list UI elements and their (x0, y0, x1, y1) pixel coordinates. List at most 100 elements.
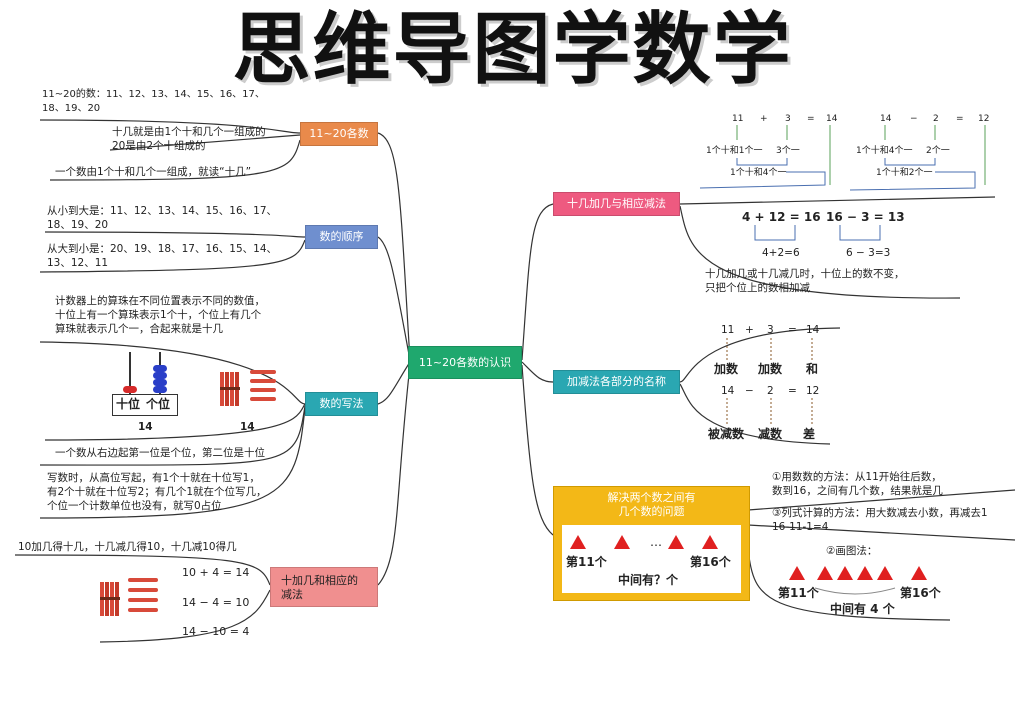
triangle-icon (911, 566, 927, 580)
equation-4-2-6: 4+2=6 (762, 246, 800, 260)
sticks-number: 14 (240, 420, 255, 434)
triangle-icon (817, 566, 833, 580)
n2-text-3: 从大到小是：20、19、18、17、16、15、14、 (47, 242, 277, 256)
bead-icon (153, 365, 167, 372)
p-3: 3 (767, 323, 774, 337)
stick-bundle-icon (220, 372, 240, 406)
r1-14: 14 (826, 112, 837, 126)
n3-text-5: 写数时，从高位写起，有1个十就在十位写1， (47, 471, 260, 485)
r2-eq: = (956, 112, 964, 126)
r1-plus: + (760, 112, 768, 126)
r1-tens-ones: 1个十和1个一 (706, 144, 762, 158)
label-sum: 和 (806, 362, 818, 376)
r2-tens-ones: 1个十和4个一 (856, 144, 912, 158)
bead-icon (153, 372, 167, 379)
r2-result: 1个十和2个一 (876, 166, 932, 180)
abacus: 十位 个位 (112, 352, 182, 418)
m-minus: − (745, 384, 754, 398)
triangle-icon (668, 535, 684, 549)
p-eq: = (788, 323, 797, 337)
n1-text-2: 18、19、20 (42, 102, 100, 116)
s3-text-2: 16-11-1=4 (772, 520, 828, 534)
abacus-tens-label: 十位 (116, 397, 140, 411)
triangle-icon (702, 535, 718, 549)
center-node: 11~20各数的认识 (408, 346, 522, 379)
dots-text: … (650, 535, 662, 549)
n4-text-1: 10加几得十几，十几减几得10，十几减10得几 (18, 540, 237, 554)
n3-text-4: 一个数从右边起第一位是个位，第二位是十位 (55, 446, 265, 460)
n1-text-1: 11~20的数：11、12、13、14、15、16、17、 (42, 88, 265, 102)
r-note-2: 只把个位上的数相加减 (705, 281, 810, 295)
triangle-icon (789, 566, 805, 580)
abacus-number: 14 (138, 420, 153, 434)
abacus-base: 十位 个位 (112, 394, 178, 416)
s1-text-1: ①用数数的方法：从11开始往后数， (772, 470, 942, 484)
p-plus: + (745, 323, 754, 337)
p-14: 14 (806, 323, 819, 337)
r2-14: 14 (880, 112, 891, 126)
drawing-method-diagram (785, 564, 945, 584)
triangle-icon (877, 566, 893, 580)
r1-3-ones: 3个一 (776, 144, 800, 158)
n3-text-7: 个位一个计数单位也没有，就写0占位 (47, 499, 222, 513)
r1-eq: = (807, 112, 815, 126)
problem-box: 解决两个数之间有 几个数的问题 … 第11个 第16个 中间有？个 (553, 486, 750, 601)
single-sticks-icon (128, 578, 158, 622)
n2-text-4: 13、12、11 (47, 256, 108, 270)
n3-text-1: 计数器上的算珠在不同位置表示不同的数值， (55, 294, 265, 308)
s2-text: ②画图法： (826, 544, 877, 558)
drawing-label-11th: 第11个 (778, 586, 819, 600)
drawing-label-between: 中间有 4 个 (830, 602, 895, 616)
r2-minus: − (910, 112, 918, 126)
r2-2: 2 (933, 112, 939, 126)
r-note-1: 十几加几或十几减几时，十位上的数不变， (705, 267, 905, 281)
label-16th: 第16个 (690, 555, 731, 569)
equation-3: 14 − 10 = 4 (182, 625, 249, 639)
n1-text-3: 十几就是由1个十和几个一组成的 (112, 125, 266, 139)
n3-text-2: 十位上有一个算珠表示1个十，个位上有几个 (55, 308, 261, 322)
problem-title: 解决两个数之间有 几个数的问题 (554, 491, 749, 519)
triangle-icon (837, 566, 853, 580)
drawing-label-16th: 第16个 (900, 586, 941, 600)
s3-text-1: ③列式计算的方法：用大数减去小数，再减去1 (772, 506, 988, 520)
equation-1: 10 + 4 = 14 (182, 566, 249, 580)
r1-result: 1个十和4个一 (730, 166, 786, 180)
p-11: 11 (721, 323, 734, 337)
problem-title-line1: 解决两个数之间有 (554, 491, 749, 505)
m-2: 2 (767, 384, 774, 398)
r2-12: 12 (978, 112, 989, 126)
n3-text-3: 算珠就表示几个一，合起来就是十几 (55, 322, 223, 336)
label-between: 中间有？个 (618, 573, 678, 587)
triangle-icon (614, 535, 630, 549)
triangle-icon (570, 535, 586, 549)
r2-2-ones: 2个一 (926, 144, 950, 158)
equation-16-3-13: 16 − 3 = 13 (826, 210, 905, 224)
m-14: 14 (721, 384, 734, 398)
branch-11-20-numbers: 11~20各数 (300, 122, 378, 146)
r1-3: 3 (785, 112, 791, 126)
n3-text-6: 有2个十就在十位写2；有几个1就在个位写几， (47, 485, 267, 499)
branch-number-order: 数的顺序 (305, 225, 378, 249)
bead-icon (153, 386, 167, 393)
n1-text-5: 一个数由1个十和几个一组成，就读“十几” (55, 165, 251, 179)
triangle-icon (857, 566, 873, 580)
problem-diagram: … 第11个 第16个 中间有？个 (562, 525, 741, 593)
r1-11: 11 (732, 112, 743, 126)
abacus-ones-label: 个位 (146, 397, 170, 411)
equation-4-12-16: 4 + 12 = 16 (742, 210, 821, 224)
branch-ten-plus: 十加几和相应的减法 (270, 567, 378, 607)
single-sticks-icon (250, 370, 276, 410)
equation-2: 14 − 4 = 10 (182, 596, 249, 610)
branch-number-writing: 数的写法 (305, 392, 378, 416)
branch-teen-add-sub: 十几加几与相应减法 (553, 192, 680, 216)
problem-title-line2: 几个数的问题 (554, 505, 749, 519)
label-addend-1: 加数 (714, 362, 738, 376)
stick-bundle-icon (100, 582, 120, 616)
label-11th: 第11个 (566, 555, 607, 569)
n1-text-4: 20是由2个十组成的 (112, 139, 206, 153)
branch-parts-names: 加减法各部分的名称 (553, 370, 680, 394)
n2-text-2: 18、19、20 (47, 218, 108, 232)
n2-text-1: 从小到大是：11、12、13、14、15、16、17、 (47, 204, 277, 218)
label-difference: 差 (803, 427, 815, 441)
s1-text-2: 数到16，之间有几个数，结果就是几 (772, 484, 943, 498)
